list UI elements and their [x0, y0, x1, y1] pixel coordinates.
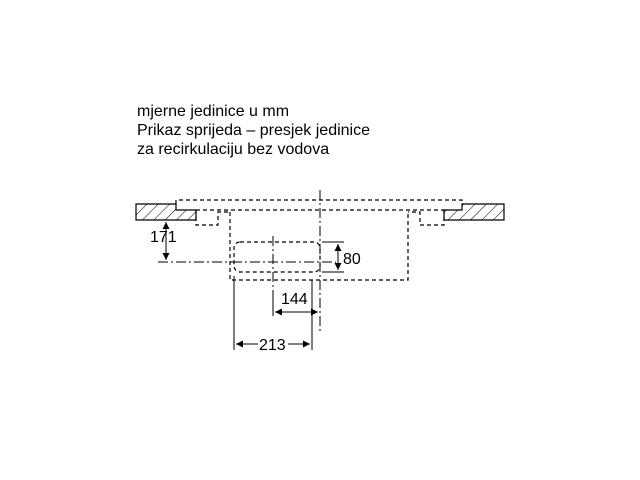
- dimension-213-label: 213: [259, 337, 286, 354]
- dimension-144-label: 144: [281, 291, 308, 308]
- diagram-caption: mjerne jedinice u mm Prikaz sprijeda – p…: [137, 102, 370, 159]
- caption-view-line: Prikaz sprijeda – presjek jedinice: [137, 122, 370, 139]
- dimension-80-label: 80: [343, 251, 361, 268]
- countertop-left: [135, 203, 197, 221]
- caption-type-line: za recirkulaciju bez vodova: [137, 141, 330, 158]
- dimension-171-label: 171: [150, 229, 177, 246]
- dimension-213: [233, 276, 313, 350]
- countertop-right: [443, 203, 505, 221]
- dimension-80: [322, 241, 344, 273]
- dimension-171: [158, 219, 232, 263]
- dimension-144: [272, 300, 318, 316]
- caption-units-line: mjerne jedinice u mm: [137, 103, 290, 120]
- appliance-outline: [175, 199, 463, 281]
